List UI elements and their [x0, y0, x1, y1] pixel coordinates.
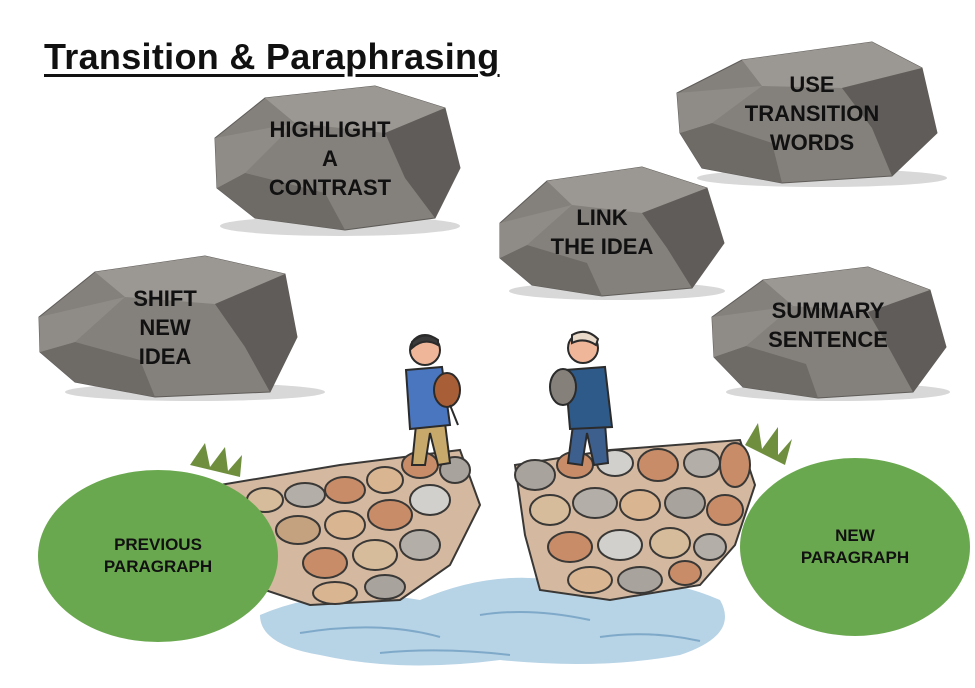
grass-left-icon: [190, 443, 242, 477]
rock-label: LINK THE IDEA: [492, 163, 732, 301]
bridge-illustration: [190, 330, 792, 666]
new-paragraph-oval: NEW PARAGRAPH: [740, 458, 970, 636]
label-line: SENTENCE: [768, 326, 888, 352]
oval-label-line: NEW: [835, 526, 875, 545]
rock-icon: [499, 166, 725, 300]
label-line: CONTRAST: [268, 174, 392, 200]
label-line: SHIFT: [133, 285, 197, 311]
rock-label: USE TRANSITION WORDS: [672, 38, 952, 188]
label-line: LINK: [576, 205, 628, 230]
rock-label: SUMMARY SENTENCE: [708, 262, 958, 402]
rock-link-the-idea: LINK THE IDEA: [492, 163, 732, 301]
label-line: USE: [789, 71, 835, 97]
label-line: IDEA: [138, 343, 192, 369]
previous-paragraph-oval: PREVIOUS PARAGRAPH: [38, 470, 278, 642]
rock-label: SHIFT NEW IDEA: [35, 252, 335, 402]
grass-right-icon: [745, 423, 792, 465]
rock-highlight-contrast: HIGHLIGHT A CONTRAST: [205, 78, 470, 238]
rock-use-transition-words: USE TRANSITION WORDS: [672, 38, 952, 188]
label-line: NEW: [139, 314, 191, 340]
person-right-icon: [549, 330, 614, 467]
oval-label-line: PREVIOUS: [114, 535, 202, 554]
person-left-icon: [404, 334, 461, 467]
label-line: TRANSITION: [744, 100, 880, 126]
label-line: THE IDEA: [550, 234, 654, 259]
rock-shift-new-idea: SHIFT NEW IDEA: [35, 252, 335, 402]
label-line: WORDS: [769, 129, 855, 155]
oval-label-line: PARAGRAPH: [103, 557, 213, 576]
left-stone-wall-icon: [218, 448, 482, 607]
label-line: A: [322, 145, 338, 171]
rock-label: HIGHLIGHT A CONTRAST: [205, 78, 470, 238]
label-line: SUMMARY: [771, 297, 885, 323]
oval-label-line: PARAGRAPH: [800, 548, 910, 567]
rock-summary-sentence: SUMMARY SENTENCE: [708, 262, 958, 402]
rock-icon: [676, 41, 947, 187]
rock-icon: [38, 255, 325, 401]
label-line: HIGHLIGHT: [269, 116, 391, 142]
rock-icon: [711, 266, 950, 401]
rock-icon: [214, 85, 461, 236]
slide-title: Transition & Paraphrasing: [44, 36, 500, 77]
right-stone-wall-icon: [513, 438, 757, 602]
